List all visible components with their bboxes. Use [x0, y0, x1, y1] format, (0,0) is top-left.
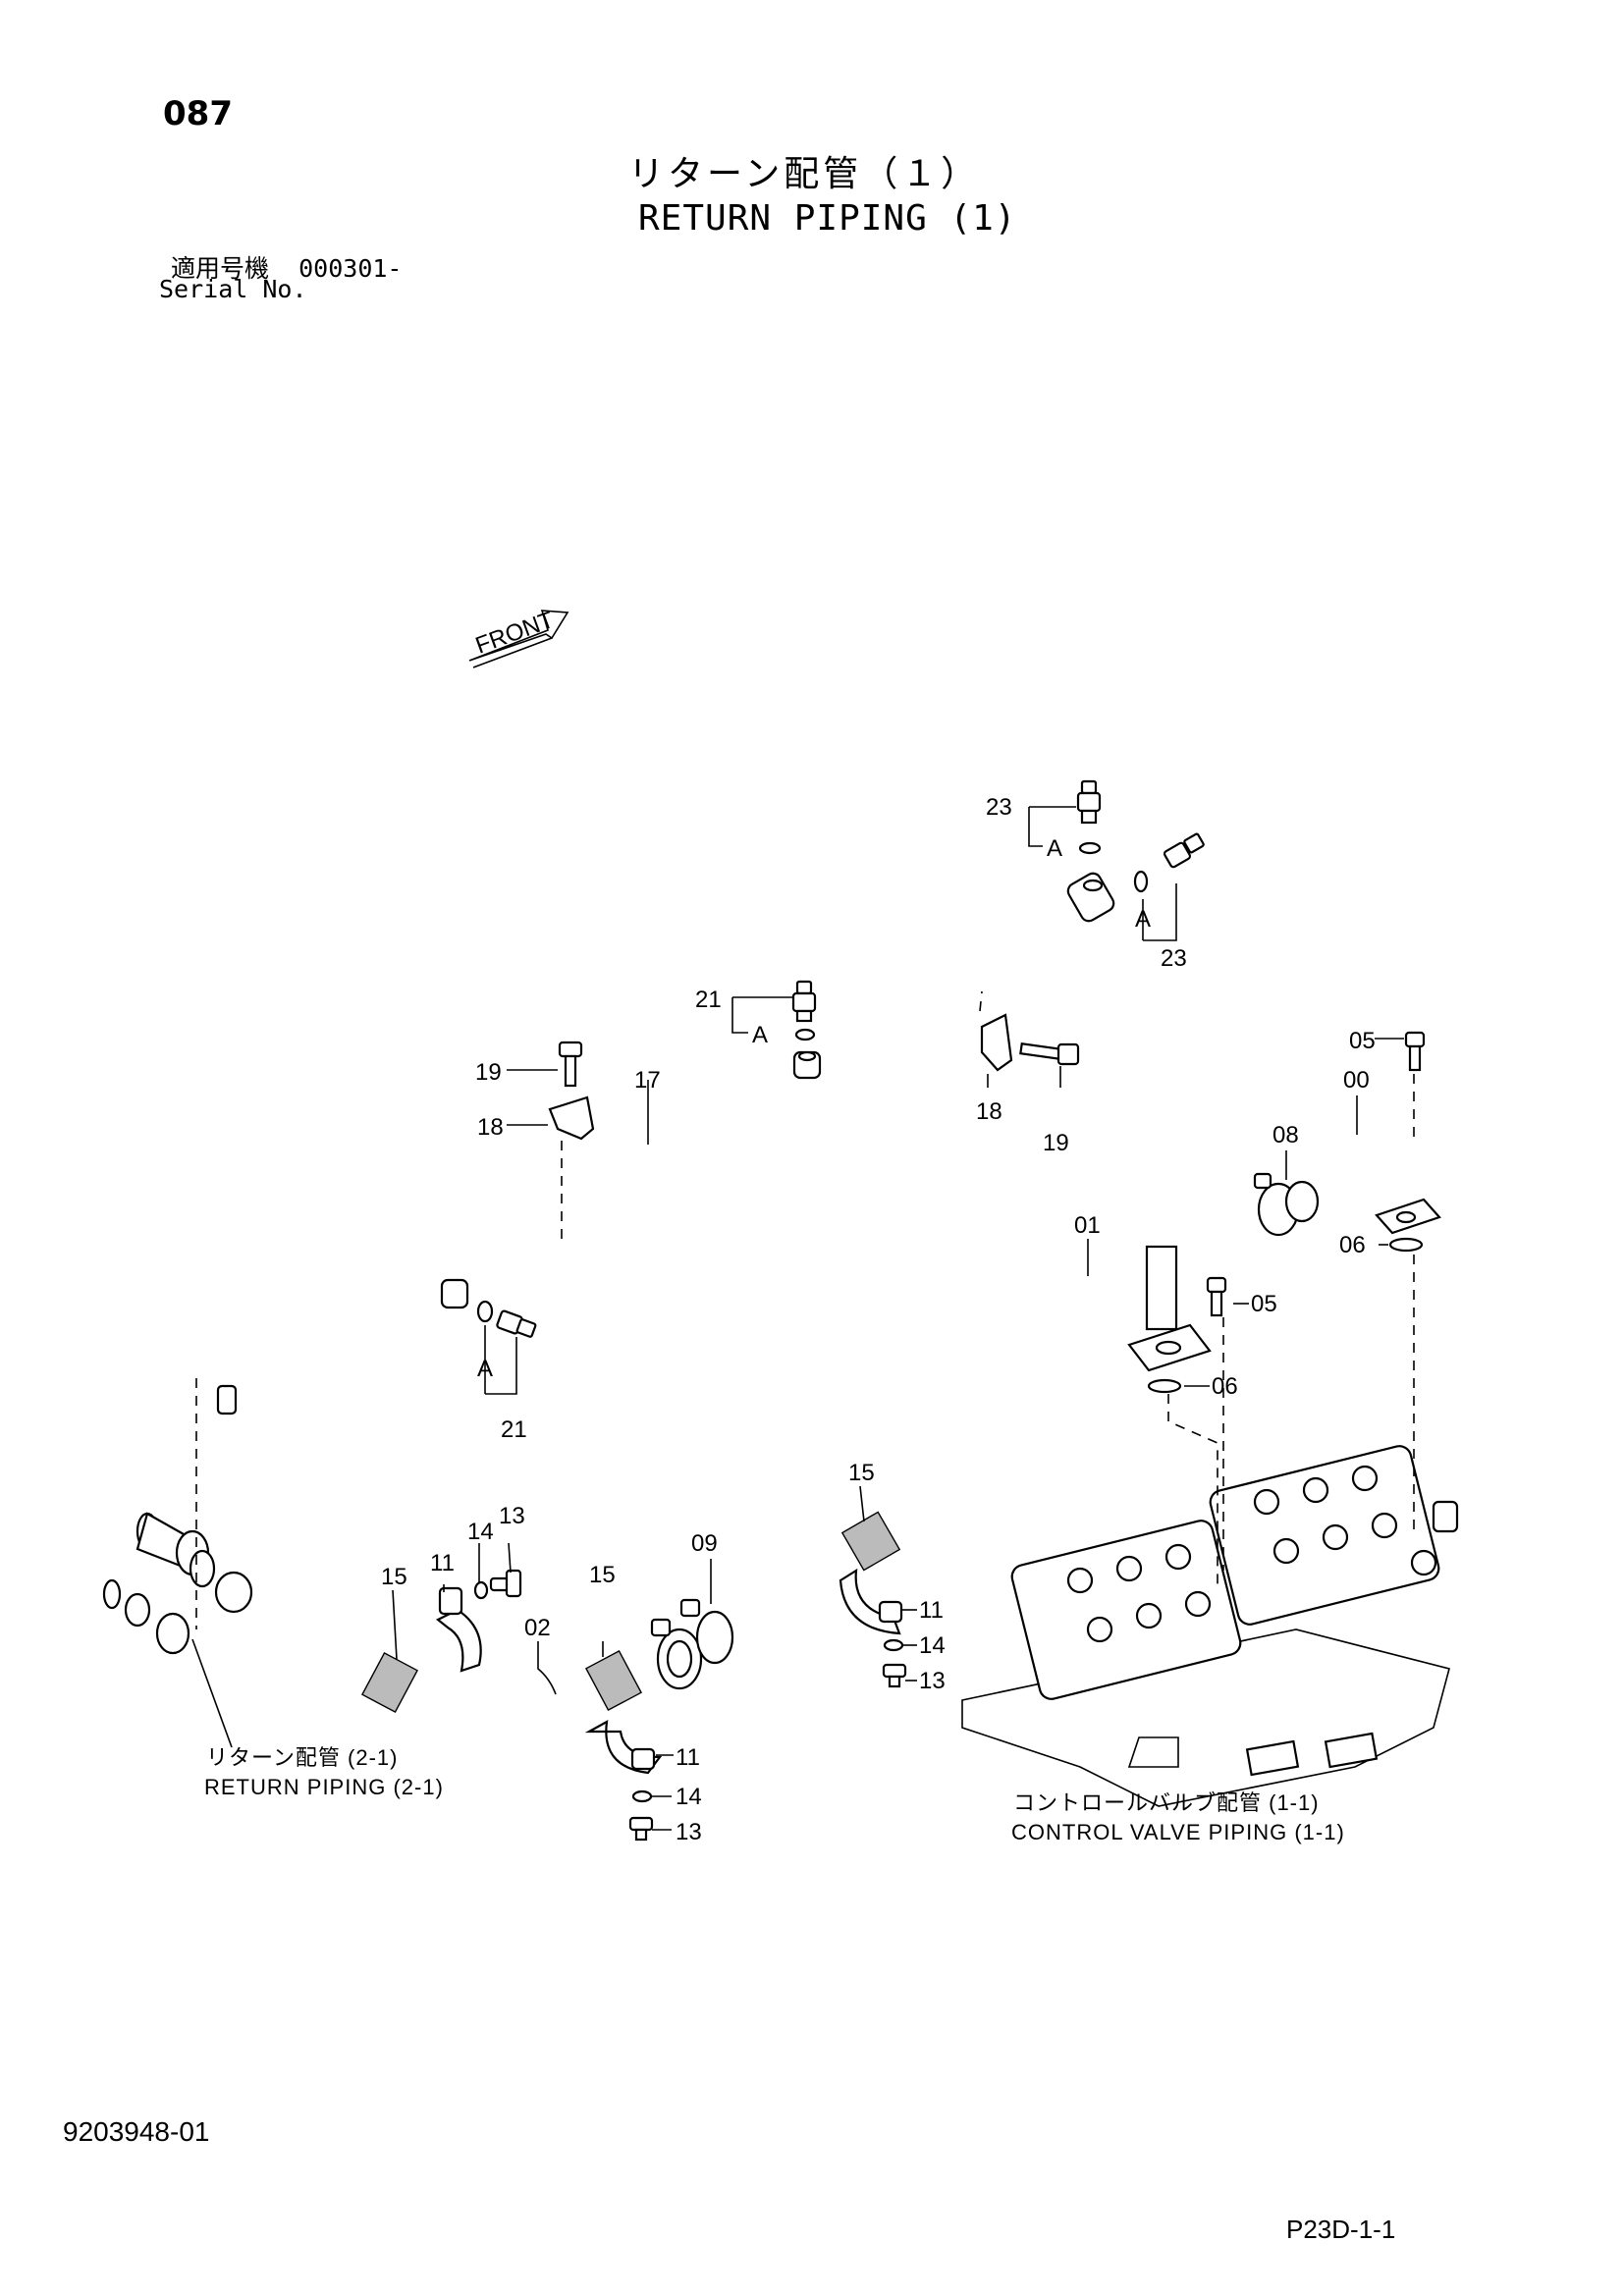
- callout-18-right: 18: [976, 1098, 1002, 1125]
- leader-lines: [191, 806, 1415, 1831]
- callout-02: 02: [524, 1615, 551, 1641]
- callout-11-right: 11: [919, 1597, 944, 1624]
- callout-08: 08: [1272, 1122, 1299, 1148]
- middle-boss-port: [797, 1050, 817, 1062]
- callout-19-left: 19: [475, 1059, 502, 1086]
- bracket-18-right: [980, 1013, 1013, 1072]
- pipe-01-branch-riser: [1145, 1245, 1178, 1331]
- pipe-17-end-port: [1082, 879, 1104, 892]
- bolt-13-bottom: [628, 1816, 654, 1842]
- callout-labels: 23 23 A A 21 21 A A 19 19 18 18 17 05 05…: [381, 794, 1376, 1845]
- bolt-05-lower: [1206, 1276, 1227, 1317]
- o-ring-06-upper: [1388, 1237, 1424, 1253]
- reference-return-piping-en: RETURN PIPING (2-1): [204, 1775, 444, 1799]
- callout-13-left: 13: [499, 1503, 525, 1529]
- serial-applicability: 適用号機 000301-: [171, 249, 402, 285]
- bolt-13-right: [882, 1663, 907, 1688]
- serial-label-japanese: 適用号機: [171, 254, 270, 283]
- callout-14-right: 14: [919, 1632, 946, 1659]
- bolt-19-right: [1019, 1042, 1080, 1066]
- cross-reference-control-valve-piping-1-1: コントロールバルブ配管 (1-1) CONTROL VALVE PIPING (…: [1011, 1790, 1345, 1844]
- control-valve-assembly: [961, 1445, 1459, 1807]
- coupling-09: [650, 1598, 734, 1690]
- return-piping-2-1-hose-ends: [102, 1512, 253, 1655]
- callout-09: 09: [691, 1530, 718, 1557]
- page-title-japanese: リターン配管（１）: [628, 154, 981, 194]
- pipe-00-elbow: [1319, 1142, 1441, 1235]
- callout-a-top: A: [1047, 835, 1062, 862]
- callout-a-lower: A: [477, 1356, 493, 1382]
- pipe-17-lower-boss: [440, 1278, 469, 1309]
- clamp-band-15-right: [840, 1511, 901, 1572]
- washer-14-bottom: [631, 1789, 653, 1803]
- page-title-english: RETURN PIPING (1): [638, 198, 1017, 239]
- callout-11-bottom: 11: [676, 1744, 700, 1771]
- callout-13-right: 13: [919, 1668, 946, 1694]
- coupling-08: [1253, 1172, 1320, 1237]
- callout-19-right: 19: [1043, 1130, 1069, 1156]
- document-number: 9203948-01: [63, 2116, 210, 2147]
- serial-label-english: Serial No.: [159, 275, 307, 303]
- callout-17: 17: [634, 1067, 661, 1094]
- bracket-18-left: [548, 1095, 595, 1141]
- callout-18-left: 18: [477, 1114, 504, 1141]
- o-ring-a-lower: [476, 1300, 494, 1323]
- plug-21-middle: [791, 980, 817, 1023]
- clamp-11-left: [435, 1586, 482, 1673]
- pipe-17-end-cap: [216, 1384, 238, 1415]
- clamp-11-bottom: [584, 1719, 663, 1775]
- callout-21-lower: 21: [501, 1416, 527, 1443]
- reference-control-valve-jp: コントロールバルブ配管 (1-1): [1013, 1790, 1320, 1815]
- clamp-band-15-left: [361, 1651, 418, 1714]
- callout-a-middle: A: [752, 1022, 768, 1048]
- bolt-19-left: [558, 1041, 583, 1088]
- callout-05-upper: 05: [1349, 1028, 1376, 1054]
- callout-21-middle: 21: [695, 987, 722, 1013]
- callout-14-bottom: 14: [676, 1784, 702, 1810]
- callout-a-side: A: [1135, 906, 1151, 933]
- callout-15-right: 15: [848, 1460, 875, 1486]
- callout-06-lower: 06: [1212, 1373, 1238, 1400]
- washer-14-left: [473, 1580, 489, 1600]
- pipe-01-flange-hole: [1155, 1340, 1182, 1356]
- callout-14-left: 14: [467, 1519, 494, 1545]
- plug-23-side: [1163, 832, 1205, 869]
- o-ring-a-top: [1078, 841, 1102, 855]
- front-direction-arrow: FRONT: [468, 607, 569, 668]
- callout-15-left: 15: [381, 1564, 407, 1590]
- plug-23-top: [1076, 779, 1102, 825]
- reference-return-piping-jp: リターン配管 (2-1): [206, 1745, 398, 1770]
- pipe-01-control-valve-tube: [727, 1186, 1261, 1631]
- callout-13-bottom: 13: [676, 1819, 702, 1845]
- page-number: 087: [163, 94, 233, 133]
- callout-23-side: 23: [1161, 945, 1187, 972]
- cross-reference-return-piping-2-1: リターン配管 (2-1) RETURN PIPING (2-1): [204, 1745, 444, 1799]
- pipe-17-upper-return-tube: [213, 892, 1101, 1445]
- callout-01: 01: [1074, 1212, 1101, 1239]
- page-code: P23D-1-1: [1286, 2215, 1396, 2244]
- clamp-band-15-middle: [585, 1649, 642, 1712]
- callout-05-lower: 05: [1251, 1291, 1277, 1317]
- o-ring-a-middle: [794, 1028, 816, 1041]
- washer-14-right: [883, 1638, 904, 1652]
- serial-value: 000301-: [298, 254, 403, 283]
- bolt-13-left: [489, 1569, 522, 1598]
- reference-control-valve-en: CONTROL VALVE PIPING (1-1): [1011, 1820, 1345, 1844]
- bolt-05-upper: [1404, 1031, 1426, 1072]
- callout-11-left: 11: [430, 1550, 455, 1576]
- callout-06-upper: 06: [1339, 1232, 1366, 1258]
- clamp-11-right: [839, 1568, 903, 1635]
- callout-15-middle: 15: [589, 1562, 616, 1588]
- o-ring-06-lower: [1147, 1378, 1182, 1394]
- callout-23-top: 23: [986, 794, 1012, 821]
- plug-21-lower: [496, 1309, 537, 1338]
- elbow-flange-hole: [1395, 1210, 1417, 1224]
- callout-00: 00: [1343, 1067, 1370, 1094]
- o-ring-a-side: [1133, 870, 1149, 893]
